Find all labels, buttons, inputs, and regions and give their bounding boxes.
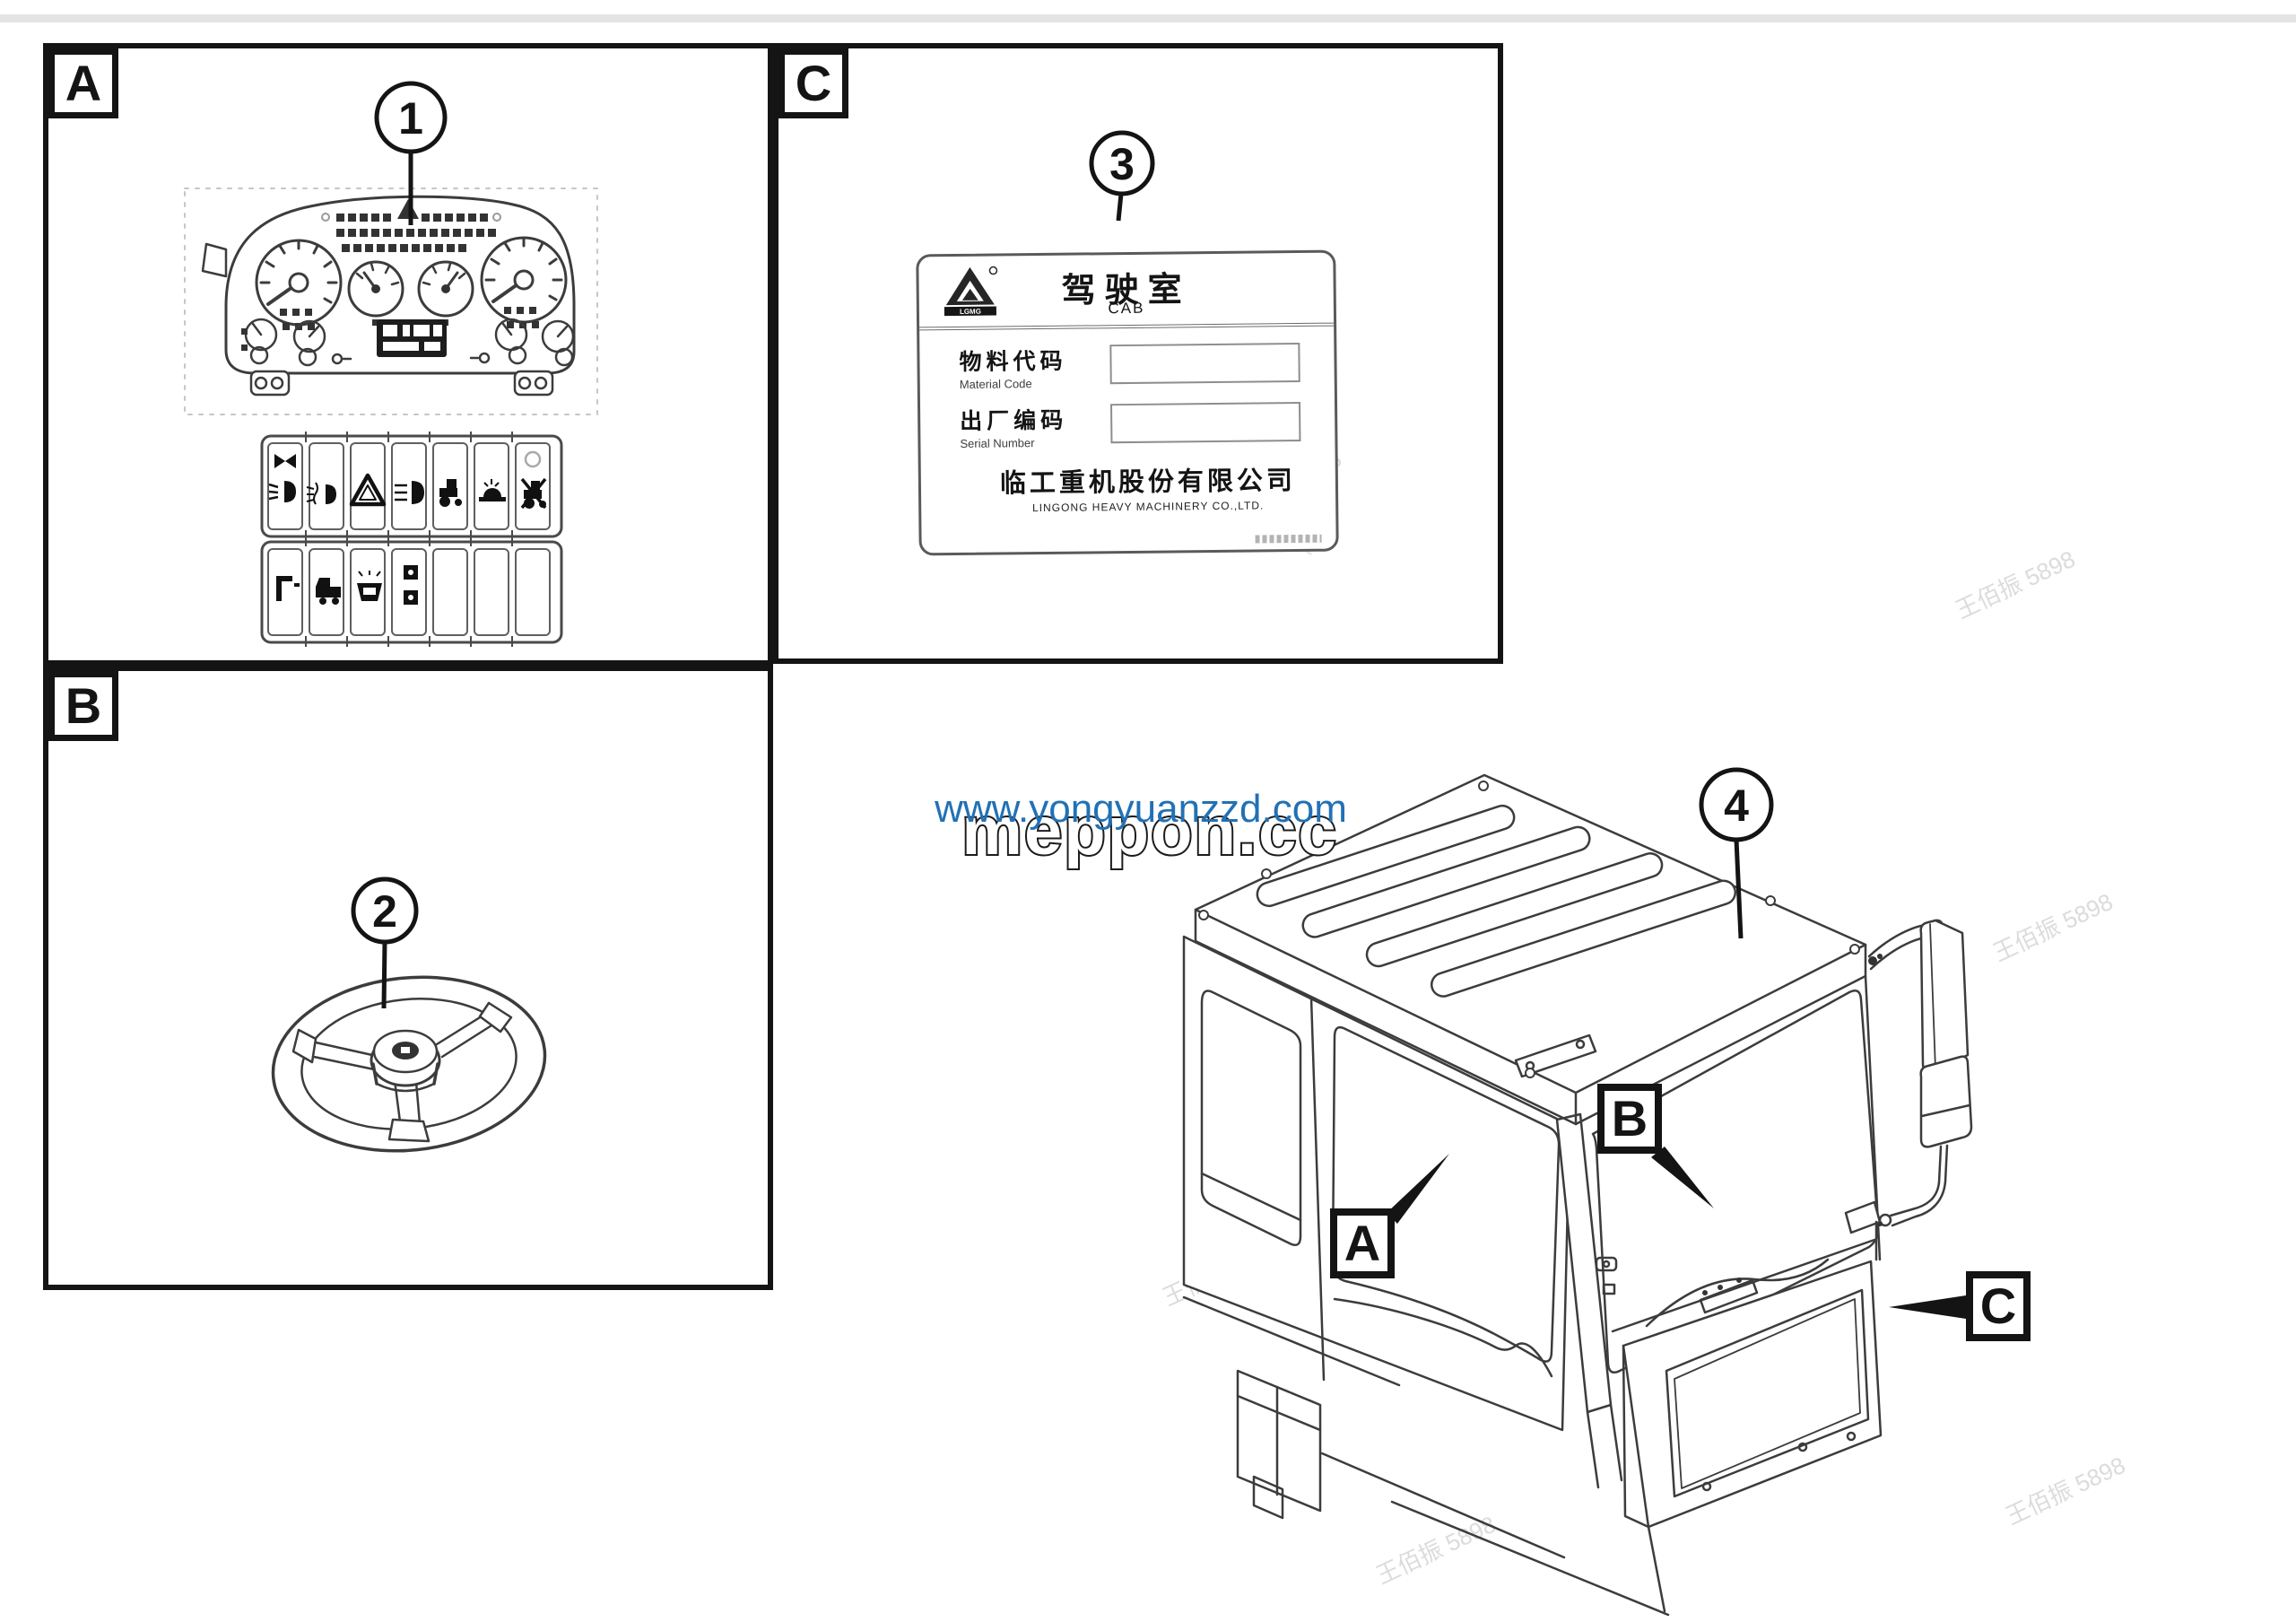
plate-part-number	[1255, 534, 1322, 544]
tractor-work-light-icon	[439, 479, 462, 507]
callout-3	[1089, 130, 1155, 196]
cluster-ear	[201, 242, 228, 278]
mirror-assembly	[1844, 919, 1973, 1261]
tachometer-gauge	[480, 236, 568, 328]
company-en: LINGONG HEAVY MACHINERY CO.,LTD.	[1032, 499, 1265, 515]
arrow-to-a	[1387, 1154, 1449, 1224]
nameplate-title-en: CAB	[1108, 299, 1145, 318]
washer-reservoir-icon	[357, 571, 382, 601]
faint-watermark: 王佰振 5898	[1952, 545, 2079, 624]
field-label-cn: 物料代码	[959, 348, 1067, 375]
brand-watermark: meppon.cc	[961, 793, 1337, 869]
cab-line-art	[1182, 773, 1973, 1617]
steering-wheel	[271, 975, 547, 1153]
panel-b	[43, 666, 773, 1290]
callout-1-number: 1	[398, 93, 423, 144]
faint-watermark: 王佰振 5898	[1989, 888, 2117, 967]
panel-b-letter: B	[48, 671, 118, 741]
mounting-tab	[249, 370, 554, 397]
dump-truck-icon	[316, 578, 341, 605]
callout-4	[1699, 767, 1774, 842]
callout-3-number: 3	[1109, 139, 1135, 189]
fuel-gauge	[347, 260, 404, 326]
lgmg-logo-icon: LGMG	[942, 265, 998, 322]
serial-number-box	[1110, 401, 1301, 444]
callout-2-number: 2	[372, 886, 397, 937]
headlight-icon	[412, 481, 424, 504]
nameplate-field-material: 物料代码 Material Code	[959, 341, 1335, 391]
roof-bolts	[1198, 780, 1860, 1078]
lcd-display	[377, 319, 447, 357]
differential-lock-icon	[520, 477, 547, 510]
panel-c	[773, 43, 1503, 664]
logo-text: LGMG	[960, 308, 981, 316]
callout-4-number: 4	[1724, 780, 1749, 831]
company-cn: 临工重机股份有限公司	[999, 467, 1297, 499]
nameplate-header: LGMG 驾驶室 CAB	[918, 252, 1335, 331]
front-fog-light-icon	[326, 484, 336, 504]
scan-edge	[0, 14, 2296, 22]
nameplate-company: 临工重机股份有限公司 LINGONG HEAVY MACHINERY CO.,L…	[961, 459, 1336, 515]
callout-1	[374, 81, 448, 154]
material-code-box	[1109, 342, 1300, 385]
callout-2	[351, 876, 419, 945]
field-label-en: Material Code	[959, 377, 1032, 391]
cab-side-window	[1200, 990, 1302, 1246]
nameplate-body: 物料代码 Material Code 出厂编码 Serial Number 临工…	[919, 327, 1335, 516]
control-lever-icon	[276, 576, 300, 601]
rotating-beacon-icon	[479, 488, 506, 501]
field-label-en: Serial Number	[960, 436, 1035, 450]
cab-label-a: A	[1330, 1208, 1395, 1278]
faint-watermark: 王佰振 5898	[2002, 1452, 2129, 1530]
hazard-warning-icon	[349, 473, 387, 507]
instrument-cluster	[184, 187, 598, 415]
cab-lower-bracket	[1182, 1295, 1670, 1617]
mini-gauges	[241, 318, 575, 367]
callouts: 1 2 3 4	[351, 81, 1774, 1009]
cab-roof	[1194, 773, 1867, 1126]
nameplate-field-serial: 出厂编码 Serial Number	[960, 400, 1335, 450]
cab-nameplate: LGMG 驾驶室 CAB 物料代码 Material Code 出厂编码 Ser…	[916, 249, 1339, 556]
url-watermark: www.yongyuanzzd.com	[934, 787, 1347, 831]
cab-label-c: C	[1966, 1271, 2031, 1341]
indicator-lamps	[336, 199, 496, 252]
panel-c-letter: C	[778, 48, 848, 118]
panel-a	[43, 43, 773, 666]
field-label-cn: 出厂编码	[960, 407, 1068, 434]
power-sockets-icon	[404, 565, 418, 605]
arrow-to-b	[1651, 1147, 1714, 1208]
switch-lamp-dot	[524, 450, 542, 468]
combined-beam-light-icon	[274, 454, 296, 502]
label-arrows	[1387, 1147, 1966, 1319]
switch-panel	[260, 432, 563, 647]
cab-label-b: B	[1597, 1084, 1662, 1154]
panel-a-letter: A	[48, 48, 118, 118]
cab-lower-panel	[1622, 1260, 1883, 1613]
arrow-to-c	[1889, 1295, 1966, 1319]
steering-hub	[370, 1029, 441, 1093]
cab-right-window	[1591, 990, 1880, 1373]
